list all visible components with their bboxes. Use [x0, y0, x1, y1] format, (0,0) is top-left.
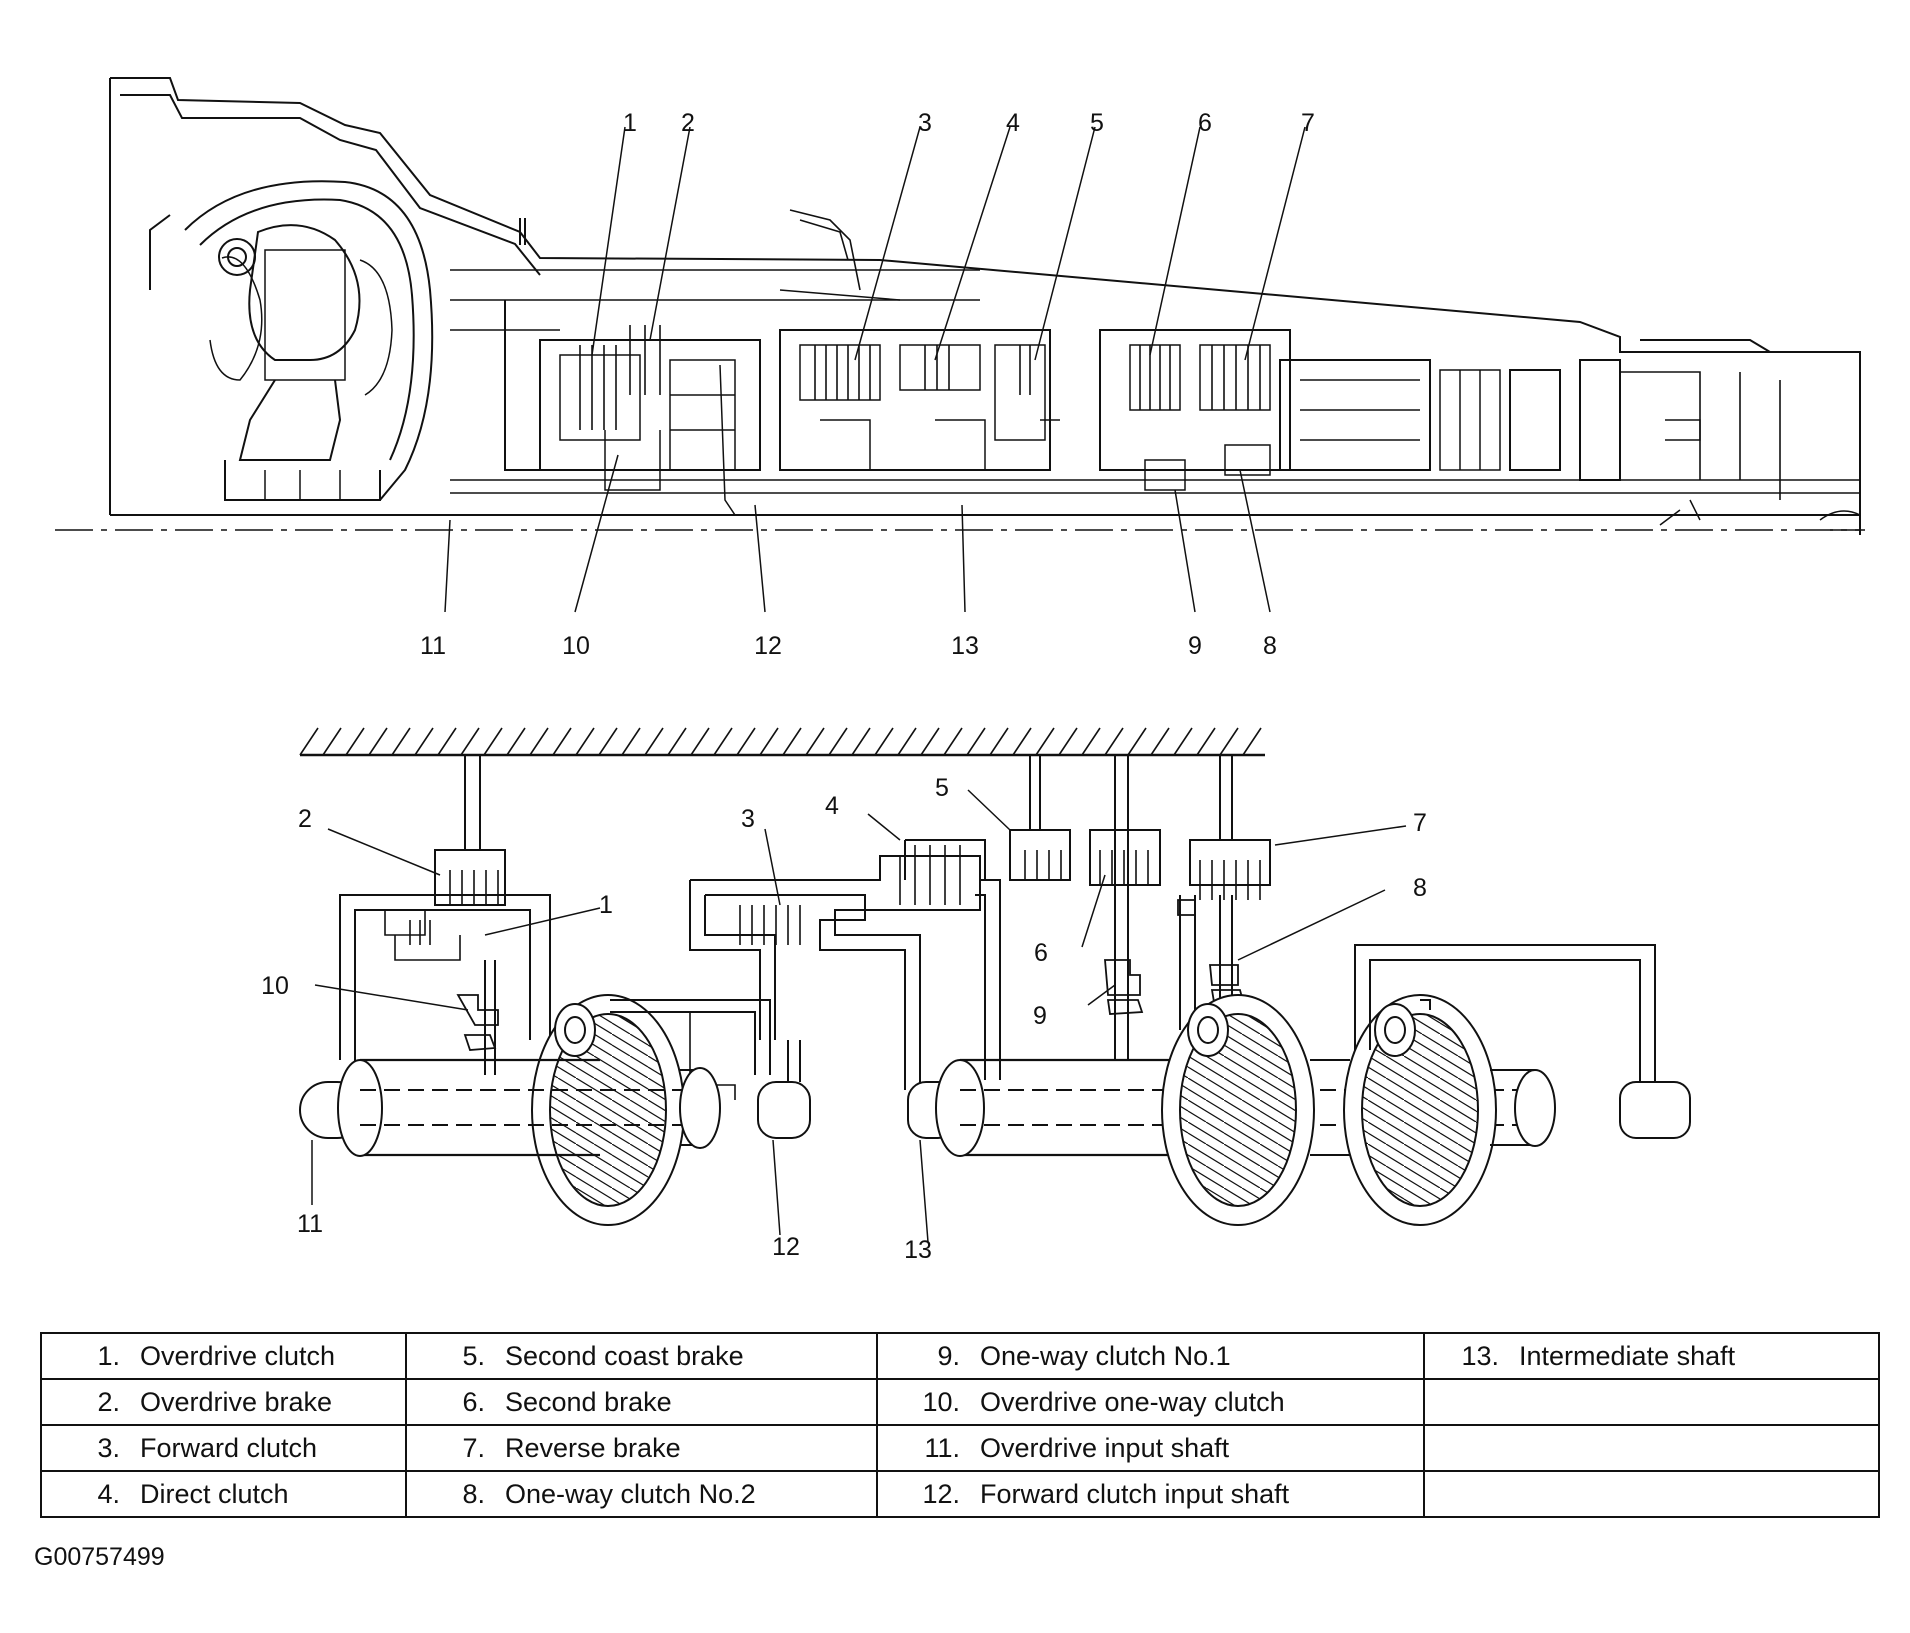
legend-number: 12. — [922, 1478, 960, 1509]
legend-cell: 2. Overdrive brake — [40, 1378, 407, 1426]
legend-cell: 8. One-way clutch No.2 — [405, 1470, 878, 1518]
legend-part-name: Overdrive one-way clutch — [980, 1386, 1285, 1417]
cutaway-callout-2: 2 — [681, 109, 695, 137]
legend-part-name: Intermediate shaft — [1519, 1340, 1736, 1371]
legend-cell — [1423, 1424, 1880, 1472]
legend-cell: 11. Overdrive input shaft — [876, 1424, 1425, 1472]
legend-row: 2. Overdrive brake 6. Second brake 10. Over… — [40, 1378, 1880, 1426]
legend-part-name: Direct clutch — [140, 1478, 289, 1509]
legend-number: 9. — [937, 1340, 960, 1371]
legend-number: 2. — [97, 1386, 120, 1417]
cutaway-callout-labels: 1 2 3 4 5 6 7 8 9 10 11 12 13 — [420, 109, 1315, 660]
legend-cell: 7. Reverse brake — [405, 1424, 878, 1472]
legend-part-name: Reverse brake — [505, 1432, 681, 1463]
legend-number: 6. — [462, 1386, 485, 1417]
legend-part-name: Forward clutch — [140, 1432, 318, 1463]
cutaway-callout-1: 1 — [623, 109, 637, 137]
legend-cell: 13. Intermediate shaft — [1423, 1332, 1880, 1380]
cutaway-callout-11: 11 — [420, 632, 446, 660]
cutaway-callout-12: 12 — [754, 632, 782, 660]
legend-part-name: Forward clutch input shaft — [980, 1478, 1290, 1509]
legend-number: 11. — [924, 1432, 960, 1463]
schematic-callout-1: 1 — [599, 891, 613, 919]
transmission-cross-section — [55, 77, 1865, 613]
cutaway-callout-13: 13 — [951, 632, 979, 660]
legend-part-name: Overdrive brake — [140, 1386, 333, 1417]
legend-cell: 1. Overdrive clutch — [40, 1332, 407, 1380]
legend-number: 8. — [462, 1478, 485, 1509]
legend-cell: 10. Overdrive one-way clutch — [876, 1378, 1425, 1426]
legend-row: 1.Overdrive clutch 5.Second coast brake … — [40, 1332, 1880, 1380]
legend-number: 1. — [97, 1340, 120, 1371]
cutaway-callout-10: 10 — [562, 632, 590, 660]
schematic-callout-11: 11 — [297, 1210, 323, 1238]
figure-code: G00757499 — [34, 1543, 165, 1571]
schematic-callout-9: 9 — [1033, 1002, 1047, 1030]
transmission-schematic — [299, 727, 1691, 1243]
schematic-callout-7: 7 — [1413, 809, 1427, 837]
cutaway-callout-9: 9 — [1188, 632, 1202, 660]
legend-number: 13. — [1461, 1340, 1499, 1371]
schematic-callout-5: 5 — [935, 774, 949, 802]
legend-part-name: Overdrive clutch — [140, 1340, 336, 1371]
legend-number: 3. — [97, 1432, 120, 1463]
legend-cell — [1423, 1378, 1880, 1426]
cutaway-callout-5: 5 — [1090, 109, 1104, 137]
cutaway-callout-3: 3 — [918, 109, 932, 137]
legend-cell: 5. Second coast brake — [405, 1332, 878, 1380]
legend-cell: 9. One-way clutch No.1 — [876, 1332, 1425, 1380]
legend-number: 7. — [462, 1432, 485, 1463]
legend-row: 3. Forward clutch 7. Reverse brake 11. Over… — [40, 1424, 1880, 1472]
legend-part-name: Second brake — [505, 1386, 672, 1417]
legend-part-name: Second coast brake — [505, 1340, 744, 1371]
legend-row: 4. Direct clutch 8. One-way clutch No.2 12… — [40, 1470, 1880, 1518]
schematic-callout-labels: 1 2 3 4 5 6 7 8 9 10 11 12 13 — [261, 774, 1427, 1264]
legend-number: 10. — [922, 1386, 960, 1417]
legend-cell: 3. Forward clutch — [40, 1424, 407, 1472]
schematic-callout-8: 8 — [1413, 874, 1427, 902]
legend-part-name: Overdrive input shaft — [980, 1432, 1230, 1463]
legend-part-name: One-way clutch No.2 — [505, 1478, 756, 1509]
legend-cell: 6. Second brake — [405, 1378, 878, 1426]
schematic-callout-6: 6 — [1034, 939, 1048, 967]
schematic-callout-13: 13 — [904, 1236, 932, 1264]
schematic-callout-3: 3 — [741, 805, 755, 833]
cutaway-callout-4: 4 — [1006, 109, 1020, 137]
transmission-figure: 1 2 3 4 5 6 7 8 9 10 11 12 13 — [55, 77, 1865, 1264]
legend-number: 4. — [97, 1478, 120, 1509]
legend-cell: 12. Forward clutch input shaft — [876, 1470, 1425, 1518]
cutaway-callout-6: 6 — [1198, 109, 1212, 137]
cutaway-callout-8: 8 — [1263, 632, 1277, 660]
schematic-callout-2: 2 — [298, 805, 312, 833]
schematic-callout-12: 12 — [772, 1233, 800, 1261]
parts-legend-table: 1.Overdrive clutch 5.Second coast brake … — [40, 1332, 1880, 1518]
legend-cell: 4. Direct clutch — [40, 1470, 407, 1518]
schematic-callout-4: 4 — [825, 792, 839, 820]
legend-number: 5. — [462, 1340, 485, 1371]
schematic-callout-10: 10 — [261, 972, 289, 1000]
legend-part-name: One-way clutch No.1 — [980, 1340, 1231, 1371]
legend-cell — [1423, 1470, 1880, 1518]
cutaway-callout-7: 7 — [1301, 109, 1315, 137]
